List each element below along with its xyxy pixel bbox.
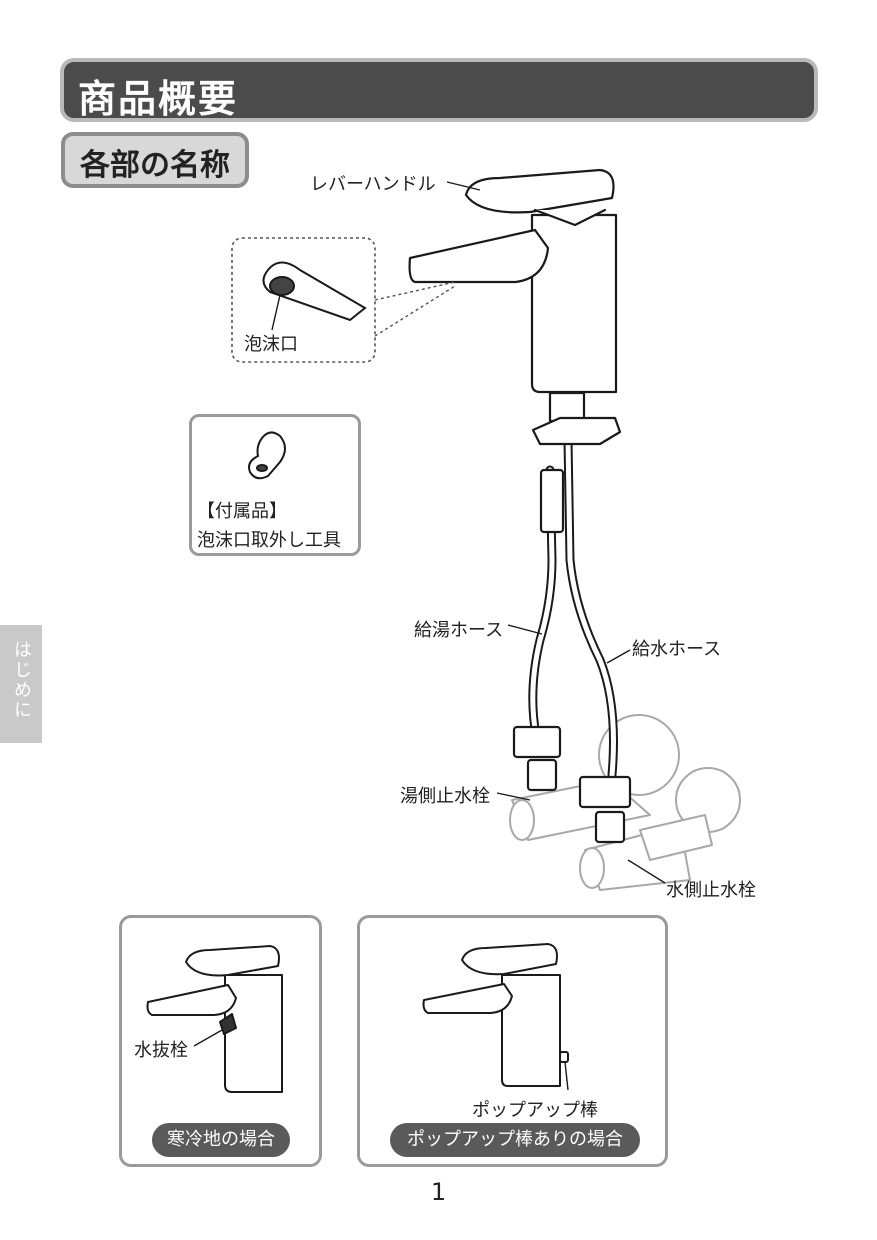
label-aerator: 泡沫口 <box>244 334 298 355</box>
side-chapter-tab-label: はじめに <box>11 640 32 720</box>
label-cold-hose: 給水ホース <box>632 639 722 660</box>
label-hot-stop-valve: 湯側止水栓 <box>400 786 490 807</box>
caption-popup-rod: ポップアップ棒ありの場合 <box>390 1123 640 1157</box>
subsection-title-bar <box>61 132 249 188</box>
section-title-bar <box>60 58 818 122</box>
accessory-heading: 【付属品】 <box>197 501 287 522</box>
caption-cold-region: 寒冷地の場合 <box>152 1123 290 1157</box>
label-cold-stop-valve: 水側止水栓 <box>666 880 756 901</box>
section-title: 商品概要 <box>78 77 239 121</box>
subsection-title: 各部の名称 <box>80 148 230 183</box>
label-hot-hose: 給湯ホース <box>414 620 504 641</box>
side-chapter-tab <box>0 625 42 743</box>
accessory-name: 泡沫口取外し工具 <box>197 530 341 551</box>
label-popup-rod: ポップアップ棒 <box>472 1100 598 1121</box>
page-number: 1 <box>430 1178 447 1206</box>
label-drain-plug: 水抜栓 <box>134 1040 188 1061</box>
label-lever-handle: レバーハンドル <box>310 174 436 195</box>
